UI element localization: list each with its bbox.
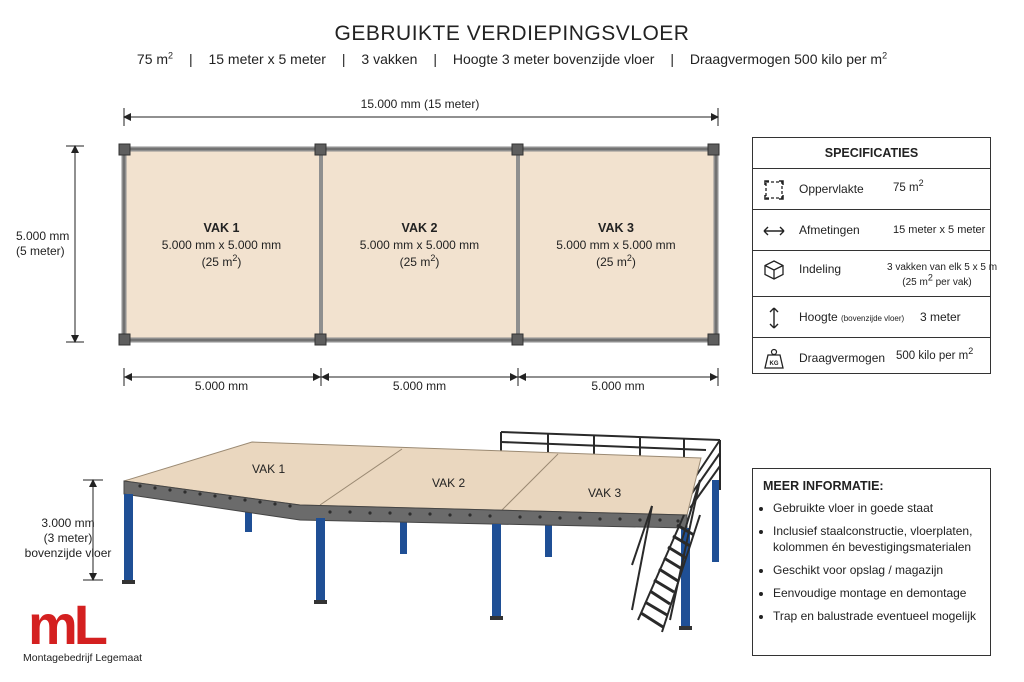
subtitle-separator: | (433, 51, 437, 67)
plan-bay-2 (321, 150, 518, 340)
specifications-title: SPECIFICATIES (753, 138, 990, 169)
list-item: Trap en balustrade eventueel mogelijk (773, 608, 993, 624)
more-information-list: Gebruikte vloer in goede staat Inclusief… (759, 500, 993, 631)
specifications-panel: SPECIFICATIES Oppervlakte 75 m2 Afmeting… (752, 137, 997, 374)
height-arrow-icon (769, 307, 779, 329)
list-item: Inclusief staalconstructie, vloerplaten,… (773, 523, 993, 555)
svg-text:KG: KG (770, 361, 779, 367)
spec-row-height: Hoogte (bovenzijde vloer) 3 meter (753, 297, 990, 338)
dimensions-arrow-icon (763, 226, 785, 236)
subtitle-separator: | (341, 51, 346, 67)
iso-bay-2-label: VAK 2 (432, 476, 466, 490)
page-subtitle: 75 m2 | 15 meter x 5 meter | 3 vakken | … (0, 51, 1024, 67)
staircase (631, 479, 701, 633)
plan-bay-3-label: VAK 3 5.000 mm x 5.000 mm (25 m2) (556, 221, 676, 269)
list-item: Gebruikte vloer in goede staat (773, 500, 993, 516)
subtitle-bays: 3 vakken (361, 51, 418, 67)
list-item: Geschikt voor opslag / magazijn (773, 562, 993, 578)
isometric-view-drawing (83, 431, 721, 633)
iso-bay-3-label: VAK 3 (588, 486, 622, 500)
stair-treads (640, 523, 695, 629)
subtitle-separator: | (670, 51, 674, 67)
more-information-panel: MEER INFORMATIE: Gebruikte vloer in goed… (752, 468, 991, 656)
spec-row-dimensions: Afmetingen 15 meter x 5 meter (753, 210, 990, 251)
subtitle-dimensions: 15 meter x 5 meter (208, 51, 326, 67)
spec-row-area: Oppervlakte 75 m2 (753, 169, 990, 210)
bay-3-width-label: 5.000 mm (591, 379, 645, 393)
total-width-label: 15.000 mm (15 meter) (360, 97, 480, 111)
area-icon (764, 180, 784, 200)
plan-view-drawing (66, 108, 720, 386)
company-logo: mL (28, 598, 111, 650)
height-label: 3.000 mm (3 meter) bovenzijde vloer (24, 516, 112, 560)
more-information-title: MEER INFORMATIE: (763, 479, 884, 493)
subtitle-area: 75 m2 (136, 50, 174, 67)
page-title: GEBRUIKTE VERDIEPINGSVLOER (334, 22, 690, 45)
plan-column-posts (118, 143, 720, 346)
list-item: Eenvoudige montage en demontage (773, 585, 993, 601)
weight-kg-icon: KG (764, 348, 784, 369)
plan-bay-3 (518, 150, 714, 340)
subtitle-height: Hoogte 3 meter bovenzijde vloer (452, 51, 655, 67)
front-columns (124, 494, 690, 628)
depth-label: 5.000 mm(5 meter) (16, 229, 70, 258)
beam-holes (138, 484, 680, 523)
company-name: Montagebedrijf Legemaat (23, 652, 143, 664)
spec-row-load-capacity: KG Draagvermogen 500 kilo per m2 (753, 338, 990, 379)
bay-2-width-label: 5.000 mm (392, 379, 447, 393)
plan-bay-1 (126, 150, 321, 340)
iso-bay-1-label: VAK 1 (252, 462, 286, 476)
plan-bay-1-label: VAK 1 5.000 mm x 5.000 mm (25 m2) (161, 221, 282, 269)
cube-icon (764, 260, 784, 280)
back-columns (245, 480, 719, 562)
svg-text:mL: mL (28, 598, 107, 650)
subtitle-load: Draagvermogen 500 kilo per m2 (689, 50, 888, 67)
plan-bay-2-label: VAK 2 5.000 mm x 5.000 mm (25 m2) (359, 221, 480, 269)
bay-1-width-label: 5.000 mm (194, 379, 249, 393)
subtitle-separator: | (188, 51, 193, 67)
spec-row-layout: Indeling 3 vakken van elk 5 x 5 m (25 m2… (753, 251, 997, 297)
